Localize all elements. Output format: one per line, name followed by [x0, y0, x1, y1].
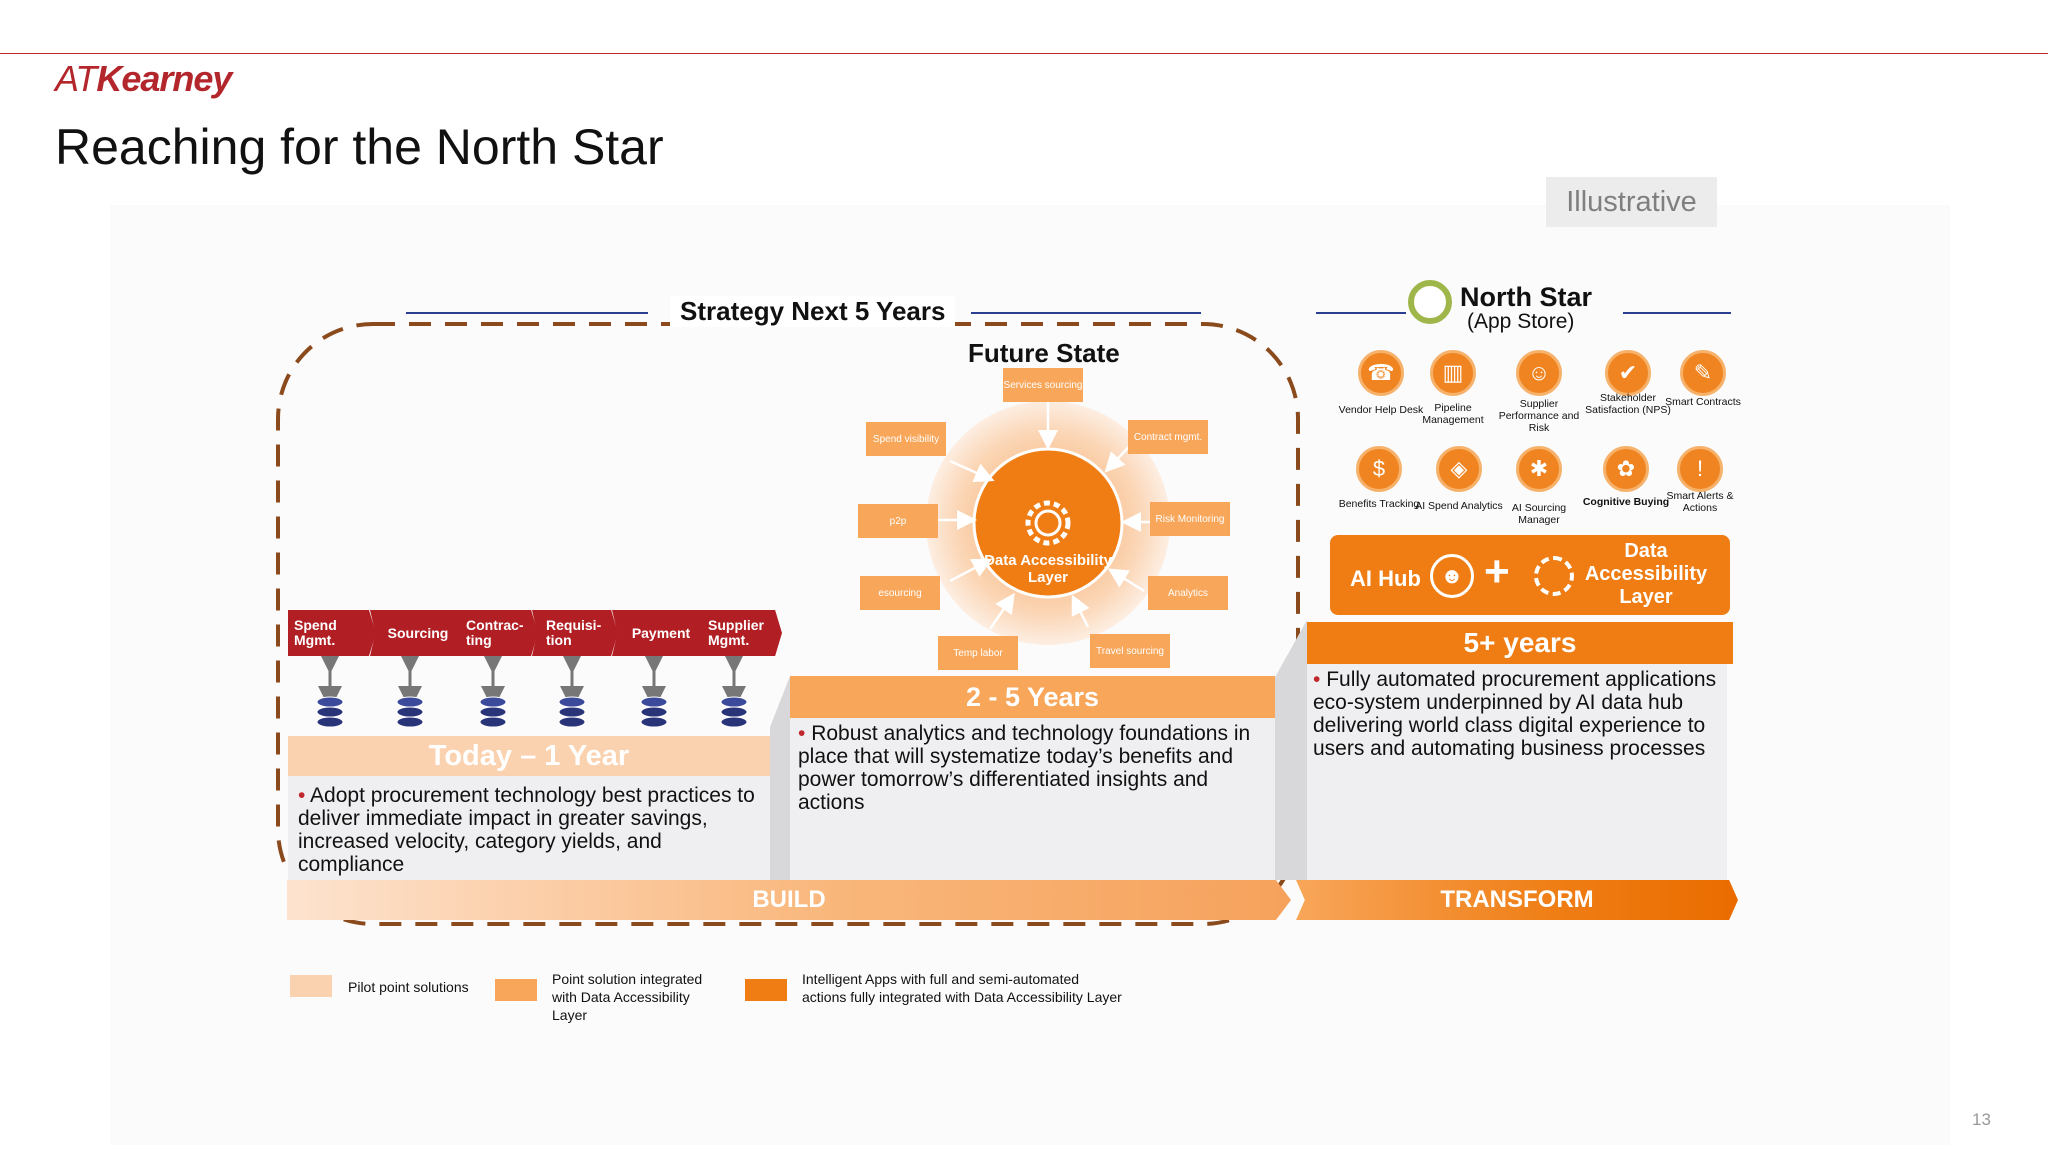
database-icon [720, 706, 748, 718]
app-label: Benefits Tracking [1338, 498, 1420, 510]
database-icon [479, 706, 507, 718]
today-panel [288, 776, 770, 880]
long-panel [1307, 664, 1727, 880]
page-number: 13 [1972, 1110, 1991, 1129]
process-step-sourcing: Sourcing [370, 610, 460, 656]
database-icon [316, 696, 344, 708]
process-step-requisition: Requisi- tion [532, 610, 618, 656]
satellite-analytics: Analytics [1148, 576, 1228, 610]
app-label: AI Sourcing Manager [1511, 502, 1567, 526]
network-icon: ✱ [1516, 446, 1562, 492]
database-connectors [316, 656, 748, 728]
ai-hub-label: AI Hub [1350, 566, 1421, 591]
core-label: Data Accessibility Layer [984, 552, 1112, 586]
chart-icon: ▥ [1430, 350, 1476, 396]
robot-icon: ☻ [1430, 554, 1474, 598]
gear-icon [1025, 500, 1071, 546]
north-star-subtitle: (App Store) [1467, 310, 1575, 333]
cube-icon: ◈ [1436, 446, 1482, 492]
page-title: Reaching for the North Star [55, 119, 664, 175]
satellite-contract-mgmt: Contract mgmt. [1128, 420, 1208, 454]
north-rule-left [1316, 312, 1406, 314]
long-header: 5+ years [1307, 622, 1733, 664]
north-star-title: North Star [1460, 282, 1593, 312]
future-state-diagram [926, 381, 1170, 645]
database-icon [479, 696, 507, 708]
satellite-travel-sourcing: Travel sourcing [1090, 634, 1170, 668]
illustrative-tag: Illustrative [1546, 177, 1717, 227]
database-icon [396, 696, 424, 708]
satellite-risk-monitoring: Risk Monitoring [1150, 502, 1230, 536]
headset-icon: ☎ [1358, 350, 1404, 396]
database-icon [720, 716, 748, 728]
legend-swatch-integrated [495, 979, 537, 1001]
strategy-title: Strategy Next 5 Years [670, 296, 956, 327]
coins-icon: $ [1356, 446, 1402, 492]
database-icon [396, 706, 424, 718]
database-icon [558, 716, 586, 728]
process-step-payment: Payment [612, 610, 704, 656]
plus-icon: + [1484, 547, 1510, 596]
app-label: AI Spend Analytics [1415, 500, 1503, 512]
north-rule-right [1623, 312, 1731, 314]
legend-swatch-pilot [290, 975, 332, 997]
database-icon [558, 696, 586, 708]
database-icon [720, 696, 748, 708]
mid-panel [790, 718, 1275, 880]
future-state-title: Future State [968, 338, 1120, 368]
process-step-supplier: Supplier Mgmt. [696, 610, 782, 656]
strategy-rule-right [971, 312, 1201, 314]
thumbs-up-icon: ✔ [1605, 350, 1651, 396]
satellite-temp-labor: Temp labor [938, 636, 1018, 670]
legend-pilot: Pilot point solutions [348, 979, 469, 995]
strategy-rule-left [406, 312, 648, 314]
database-icon [558, 706, 586, 718]
database-icon [640, 696, 668, 708]
mid-header: 2 - 5 Years [790, 676, 1275, 718]
atkearney-logo: ATKearney [55, 58, 232, 99]
app-label: Supplier Performance and Risk [1498, 398, 1580, 434]
database-icon [479, 716, 507, 728]
ai-hub-bar [1330, 535, 1730, 615]
process-step-contracting: Contrac- ting [452, 610, 538, 656]
app-label: Stakeholder Satisfaction (NPS) [1585, 392, 1671, 416]
gear-icon [1534, 556, 1574, 596]
legend-integrated: Point solution integrated with Data Acce… [552, 971, 703, 1023]
today-description: • Adopt procurement technology best prac… [298, 784, 755, 876]
database-icon [640, 716, 668, 728]
app-label: Vendor Help Desk [1338, 404, 1424, 416]
satellite-esourcing: esourcing [860, 576, 940, 610]
north-star-ring-icon [1408, 280, 1452, 324]
document-icon: ✎ [1680, 350, 1726, 396]
today-header: Today – 1 Year [288, 736, 770, 776]
legend-intelligent: Intelligent Apps with full and semi-auto… [802, 971, 1122, 1005]
mid-step-shadow [770, 676, 790, 880]
database-icon [316, 716, 344, 728]
process-step-spend: Spend Mgmt. [288, 610, 376, 656]
app-label: Smart Contracts [1665, 396, 1741, 408]
app-label: Smart Alerts & Actions [1666, 490, 1734, 514]
database-icon [396, 716, 424, 728]
brain-icon: ✿ [1603, 446, 1649, 492]
legend-swatch-intelligent [745, 979, 787, 1001]
build-bar: BUILD [287, 880, 1291, 920]
long-description: • Fully automated procurement applicatio… [1313, 668, 1717, 760]
satellite-p2p: p2p [858, 504, 938, 538]
app-label: Pipeline Management [1422, 402, 1484, 426]
mid-description: • Robust analytics and technology founda… [798, 722, 1251, 814]
satellite-services-sourcing: Services sourcing [1003, 368, 1083, 402]
header-rule [0, 53, 2048, 54]
database-icon [316, 706, 344, 718]
people-icon: ☺ [1516, 350, 1562, 396]
ai-hub-layer-label: Data Accessibility Layer [1584, 540, 1708, 608]
transform-bar: TRANSFORM [1296, 880, 1738, 920]
app-label: Cognitive Buying [1582, 496, 1670, 508]
alert-icon: ! [1677, 446, 1723, 492]
satellite-spend-visibility: Spend visibility [866, 422, 946, 456]
database-icon [640, 706, 668, 718]
